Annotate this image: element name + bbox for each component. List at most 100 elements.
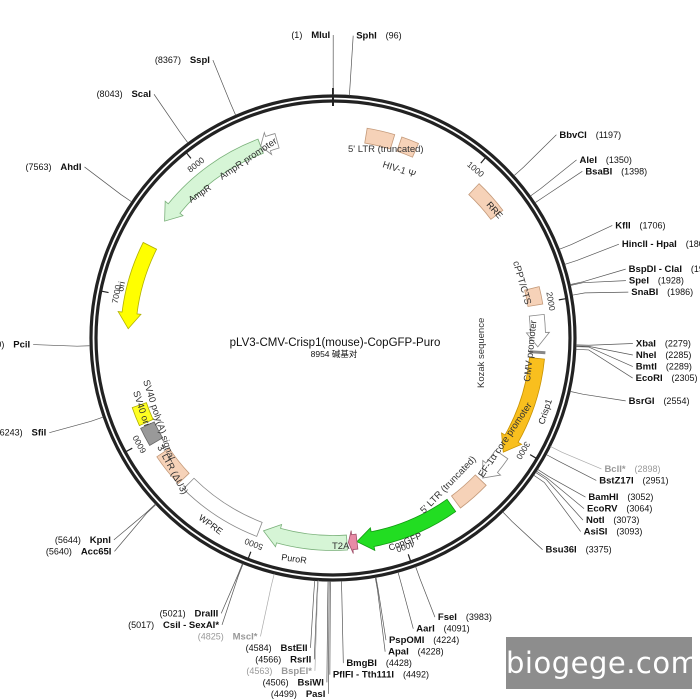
feature-cppt-cts-3	[524, 286, 544, 307]
label-cppt-cts: cPPT/CTS	[510, 260, 533, 306]
site-stem	[212, 59, 237, 116]
label-ori: ori	[115, 281, 127, 293]
site-stem	[221, 563, 244, 626]
site-name: PciI	[13, 340, 30, 351]
site-position: (1)	[291, 30, 302, 40]
site-stem	[349, 35, 354, 96]
tick-label-7000: 7000	[110, 284, 124, 305]
site-position: (2554)	[663, 396, 689, 406]
site-label: SphI (96)	[356, 26, 402, 43]
site-name: SphI	[356, 31, 377, 42]
site-label: (6670) PciI	[0, 335, 30, 352]
site-name: SnaBI	[631, 287, 658, 298]
site-stem	[535, 472, 584, 521]
site-stem	[153, 94, 189, 144]
site-label: NheI (2285)	[636, 345, 692, 362]
tick-6000	[125, 447, 133, 453]
site-stem	[575, 345, 633, 356]
site-stem	[260, 573, 275, 637]
site-label: (4563) BspEI*	[246, 661, 312, 678]
site-name: BclI*	[604, 464, 625, 475]
site-label: BbvCI (1197)	[559, 125, 621, 142]
feature-wpre-12	[182, 477, 263, 537]
site-name: MscI*	[233, 631, 258, 642]
tick-5000	[247, 551, 252, 559]
site-name: SspI	[190, 55, 210, 66]
site-stem	[536, 470, 585, 509]
site-position: (6670)	[0, 340, 4, 350]
site-position: (1928)	[658, 276, 684, 286]
site-position: (4091)	[444, 624, 470, 634]
site-label: BspDI - ClaI (1923)	[629, 259, 700, 276]
plasmid-title: pLV3-CMV-Crisp1(mouse)-CopGFP-Puro	[230, 337, 441, 349]
feature-sv40-poly-a-signal-14	[140, 421, 164, 447]
label-crisp1: Crisp1	[536, 398, 554, 426]
site-stem	[534, 171, 583, 204]
site-name: BspEI*	[281, 666, 312, 677]
site-stem	[328, 580, 330, 694]
site-name: PflFI - Tth111I	[333, 670, 394, 681]
site-label: AarI (4091)	[416, 619, 469, 636]
site-label: EcoRI (2305)	[636, 368, 698, 385]
restriction-sites: SphI (96)BbvCI (1197)AleI (1350)BsaBI (1…	[0, 25, 700, 700]
tick-4000	[407, 554, 412, 562]
site-label: (4499) PasI	[271, 684, 325, 700]
site-name: KflI	[615, 220, 630, 231]
site-name: SfiI	[32, 428, 47, 439]
feature-t2a-10	[347, 530, 359, 554]
site-stem	[575, 343, 633, 346]
site-stem	[415, 566, 436, 618]
site-name: AarI	[416, 624, 434, 635]
site-name: Acc65I	[81, 546, 112, 557]
site-label: ApaI (4228)	[388, 642, 444, 659]
site-name: DraIII	[194, 608, 218, 619]
site-stem	[310, 580, 316, 648]
site-position: (4506)	[263, 677, 289, 687]
site-position: (4228)	[418, 647, 444, 657]
site-position: (3073)	[613, 515, 639, 525]
site-label: (1) MluI	[291, 25, 330, 42]
site-name: EcoRV	[587, 504, 618, 515]
site-label: BamHI (3052)	[588, 487, 653, 504]
site-stem	[375, 577, 387, 641]
site-position: (8043)	[97, 89, 123, 99]
site-name: RsrII	[290, 654, 311, 665]
site-position: (4499)	[271, 689, 297, 699]
site-stem	[374, 577, 386, 652]
site-stem	[569, 391, 626, 402]
site-position: (1923)	[691, 264, 700, 274]
tick-2000	[558, 298, 566, 301]
site-name: BspDI - ClaI	[629, 264, 682, 275]
site-label: HincII - HpaI (1800)	[622, 234, 700, 251]
site-label: SnaBI (1986)	[631, 282, 693, 299]
site-stem	[530, 159, 577, 197]
site-label: (7563) AhdI	[25, 157, 81, 174]
site-stem	[559, 225, 613, 250]
site-stem	[513, 134, 557, 177]
feature-puror-11	[262, 523, 348, 551]
site-position: (4492)	[403, 670, 429, 680]
site-stem	[397, 572, 414, 629]
label-puror: PuroR	[281, 552, 308, 566]
site-stem	[564, 243, 620, 265]
site-name: HincII - HpaI	[622, 239, 677, 250]
site-stem	[575, 348, 633, 379]
site-position: (5021)	[160, 608, 186, 618]
feature-rre-2	[468, 183, 504, 220]
tick-1000	[480, 157, 486, 164]
feature-ampr-17	[164, 138, 264, 222]
site-label: (4566) RsrII	[255, 649, 311, 666]
site-name: AhdI	[60, 162, 81, 173]
site-label: NotI (3073)	[586, 510, 639, 527]
site-position: (4224)	[433, 635, 459, 645]
site-label: BmtI (2289)	[636, 357, 692, 374]
feature-hiv-1-1	[396, 136, 420, 158]
site-label: PflFI - Tth111I (4492)	[333, 665, 429, 682]
site-name: EcoRI	[636, 373, 663, 384]
site-label: (5021) DraIII	[160, 603, 219, 620]
site-position: (7563)	[25, 162, 51, 172]
site-stem	[326, 580, 329, 683]
site-name: BamHI	[588, 492, 618, 503]
